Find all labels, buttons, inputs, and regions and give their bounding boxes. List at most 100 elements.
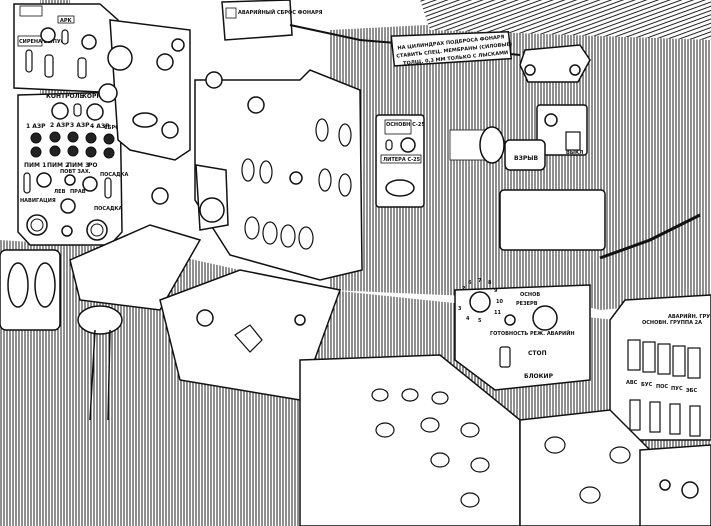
azr-switch[interactable] (30, 132, 42, 144)
guarded-switch[interactable] (460, 422, 480, 438)
breaker-ebs[interactable] (687, 347, 701, 379)
warning-lamp (544, 113, 558, 127)
guarded-switch[interactable] (205, 71, 223, 89)
guarded-toggle[interactable] (241, 158, 255, 182)
cross-selector[interactable] (234, 324, 263, 353)
connector-block (449, 129, 486, 161)
stop-toggle[interactable] (499, 346, 511, 368)
c25-knob[interactable] (400, 137, 416, 153)
guarded-switch[interactable] (431, 391, 449, 405)
guarded-switch[interactable] (371, 388, 389, 402)
azr-switch[interactable] (103, 133, 115, 145)
pim-button[interactable] (36, 172, 52, 188)
emergency-group-label: АВАРИЙН. ГРУППА 2А (668, 312, 711, 320)
breaker[interactable] (689, 405, 701, 437)
large-push-knob[interactable] (199, 197, 225, 223)
throttle-handle[interactable] (77, 305, 123, 335)
azr-switch[interactable] (103, 147, 115, 159)
guarded-switch[interactable] (579, 486, 601, 504)
right-label: ПРАВ (70, 189, 86, 195)
corr-button[interactable] (86, 103, 104, 121)
reserve-label: РЕЗЕРВ (516, 301, 538, 307)
guarded-toggle[interactable] (244, 216, 260, 240)
guarded-toggle[interactable] (262, 221, 278, 245)
breaker-pos[interactable] (657, 343, 671, 375)
toggle-2[interactable] (44, 54, 54, 78)
panel-knob-3[interactable] (171, 38, 185, 52)
corr-toggle[interactable] (73, 103, 82, 117)
push-button[interactable] (289, 171, 303, 185)
console-knob[interactable] (196, 309, 214, 327)
panel-knob[interactable] (81, 34, 97, 50)
ark-toggle[interactable] (61, 29, 69, 45)
rotary-knob[interactable] (151, 187, 169, 205)
guarded-switch[interactable] (247, 96, 265, 114)
guarded-switch[interactable] (420, 417, 440, 433)
main-label: ОСНОВ (520, 292, 540, 298)
panel-knob-4[interactable] (161, 121, 179, 139)
guarded-toggle[interactable] (298, 226, 314, 250)
breaker[interactable] (649, 401, 661, 433)
large-rotary-knob[interactable] (107, 45, 133, 71)
litera-selector[interactable] (385, 179, 415, 197)
small-knob[interactable] (61, 225, 73, 237)
canopy-emergency-label-1: АВАРИЙНЫЙ СБРОС ФОНАРЯ (238, 8, 323, 16)
repeat-knob[interactable] (64, 174, 76, 186)
guarded-switch[interactable] (401, 388, 419, 402)
breaker-bus[interactable] (642, 341, 656, 373)
azr-switch[interactable] (49, 131, 61, 143)
breaker[interactable] (629, 399, 641, 431)
center-button[interactable] (60, 198, 76, 214)
landing-label-2: ПОСАДКА (94, 206, 123, 212)
landing-toggle[interactable] (104, 177, 112, 199)
guarded-switch[interactable] (470, 457, 490, 473)
guarded-switch[interactable] (375, 422, 395, 438)
ready-label: ГОТОВНОСТЬ РЕЖ. АВАРИЙН (490, 329, 575, 337)
blast-label: ВЗРЫВ (514, 155, 538, 162)
dial-number-11: 11 (494, 310, 501, 316)
channel-selector[interactable] (469, 291, 491, 313)
small-rotary-knob[interactable] (98, 83, 118, 103)
guarded-toggle[interactable] (338, 173, 352, 197)
canopy-emergency-label: АВАРИЙНЫЙ СБРОС ФОНАРЯ (238, 8, 323, 16)
azr-switch[interactable] (67, 131, 79, 143)
left-top-panel: АРК СИРЕНА ВЫПУСК (13, 3, 119, 93)
selector-lever[interactable] (132, 112, 158, 128)
toggle-1[interactable] (25, 49, 33, 73)
guarded-switch[interactable] (430, 452, 450, 468)
azr-switch[interactable] (49, 145, 61, 157)
breaker-pus[interactable] (672, 345, 686, 377)
throttle-cable (89, 329, 111, 421)
ark-knob[interactable] (40, 27, 56, 43)
pim-toggle[interactable] (23, 172, 31, 194)
blast-button[interactable] (504, 139, 546, 171)
mode-selector[interactable] (532, 305, 558, 331)
panel-knob-2[interactable] (156, 53, 174, 71)
console-button[interactable] (294, 314, 306, 326)
guarded-toggle[interactable] (315, 118, 329, 142)
guarded-switch[interactable] (544, 436, 566, 454)
guarded-switch[interactable] (609, 446, 631, 464)
breaker-abc[interactable] (627, 339, 641, 371)
control-button[interactable] (51, 102, 69, 120)
toggle-3[interactable] (77, 57, 87, 79)
breaker[interactable] (669, 403, 681, 435)
guarded-switch[interactable] (460, 492, 480, 508)
azr-switch[interactable] (85, 132, 97, 144)
azr-switch[interactable] (67, 145, 79, 157)
guarded-toggle[interactable] (280, 224, 296, 248)
equipment-box (499, 189, 606, 251)
guarded-toggle[interactable] (318, 168, 332, 192)
azr-switch[interactable] (30, 146, 42, 158)
breaker-panel: ОСНОВН. ГРУППА 2А АВАРИЙН. ГРУППА 2А АВС… (609, 294, 711, 441)
jettison-handle[interactable] (225, 7, 237, 19)
canopy-jettison: АВАРИЙНЫЙ СБРОС ФОНАРЯ НА ЦИЛИНДРАХ ПОДБ… (221, 0, 591, 83)
azr-switch[interactable] (85, 146, 97, 158)
guarded-toggle[interactable] (259, 160, 273, 184)
guarded-toggle[interactable] (338, 123, 352, 147)
lower-knob[interactable] (681, 481, 699, 499)
repeat-button[interactable] (82, 176, 98, 192)
c25-toggle[interactable] (385, 139, 393, 151)
guard-cover[interactable] (565, 131, 581, 151)
